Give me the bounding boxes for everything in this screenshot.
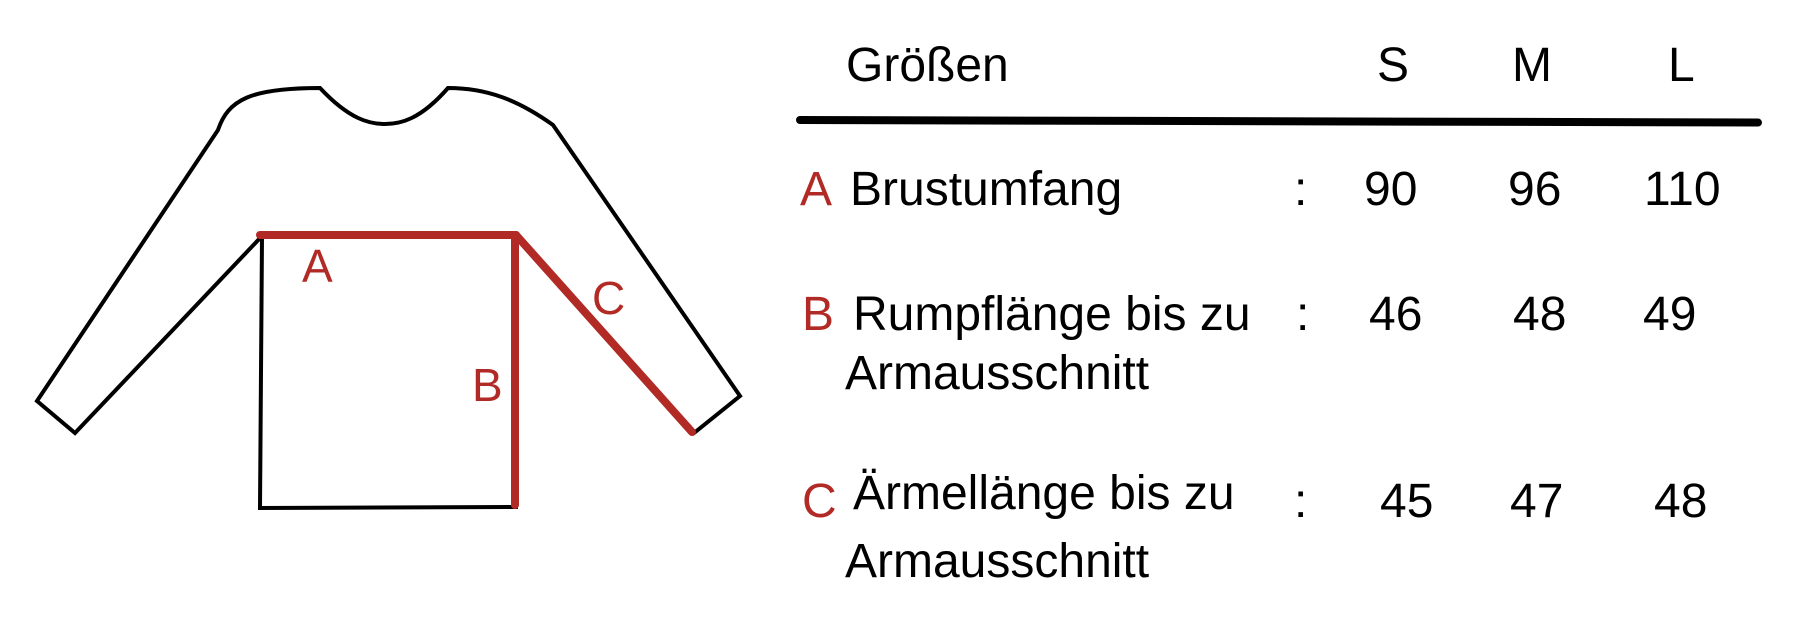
diagram-label-b: B (472, 359, 503, 411)
table-divider (795, 116, 1763, 127)
size-header-s: S (1377, 39, 1410, 92)
row-label: Brustumfang (850, 163, 1123, 216)
measure-line-c (512, 231, 696, 436)
row-letter: B (802, 288, 835, 341)
row-label: Ärmellänge bis zu (853, 467, 1235, 520)
row-letter: C (802, 475, 837, 528)
value-m: 48 (1513, 288, 1567, 341)
row-colon: : (1296, 288, 1310, 341)
value-s: 46 (1369, 288, 1423, 341)
value-s: 90 (1364, 163, 1418, 216)
row-colon: : (1294, 475, 1308, 528)
value-m: 96 (1508, 163, 1562, 216)
diagram-label-a: A (302, 240, 333, 292)
row-label-continued: Armausschnitt (845, 347, 1150, 400)
sweater-outline (34, 85, 743, 511)
sweater-diagram (34, 85, 743, 511)
value-m: 47 (1510, 475, 1564, 528)
size-header-m: M (1512, 39, 1552, 92)
row-letter: A (800, 163, 833, 216)
row-colon: : (1294, 163, 1308, 216)
diagram-label-c: C (592, 272, 626, 324)
value-l: 110 (1644, 163, 1721, 216)
table-header-label: Größen (846, 39, 1009, 92)
size-header-l: L (1668, 39, 1695, 92)
value-s: 45 (1380, 475, 1434, 528)
row-label: Rumpflänge bis zu (853, 288, 1251, 341)
value-l: 48 (1654, 475, 1708, 528)
row-label-continued: Armausschnitt (845, 535, 1150, 588)
value-l: 49 (1643, 288, 1697, 341)
